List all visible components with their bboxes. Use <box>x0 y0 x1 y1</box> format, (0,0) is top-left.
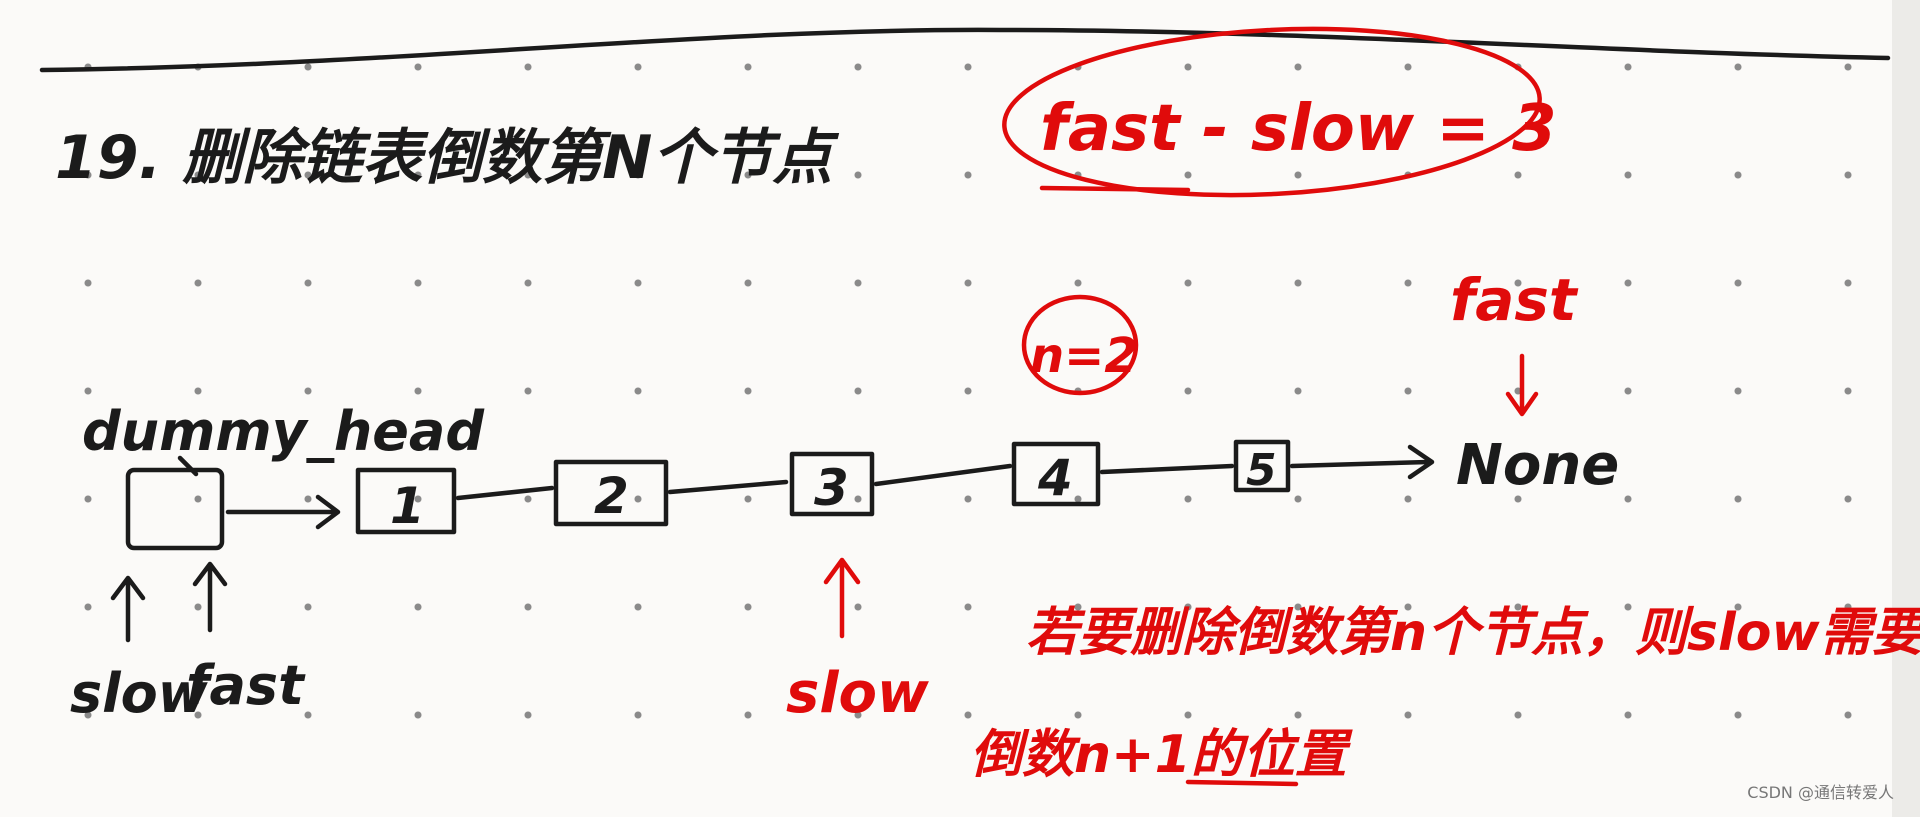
node-box-4 <box>1011 441 1101 507</box>
initial-slow-arrow <box>110 575 146 643</box>
formula-underline <box>1039 185 1191 193</box>
node-label-4: 4 <box>1037 449 1073 507</box>
right-edge-strip <box>1892 0 1920 817</box>
formula-text: fast - slow = 3 <box>1040 92 1557 166</box>
end-fast-arrow <box>1505 353 1539 417</box>
node-box-2 <box>553 459 669 527</box>
n-label: n=2 <box>1030 328 1138 384</box>
node-box-5 <box>1233 439 1291 493</box>
initial-slow-label: slow <box>70 662 209 725</box>
dummy-head-label: dummy_head <box>82 400 485 463</box>
note-underline <box>1185 779 1299 787</box>
mid-slow-label: slow <box>786 661 929 726</box>
node-label-5: 5 <box>1246 445 1277 496</box>
link-3-4 <box>873 463 1013 487</box>
dummy-head-box <box>125 467 225 551</box>
link-4-5 <box>1099 463 1235 475</box>
n-ellipse <box>1021 294 1139 396</box>
formula-ellipse <box>1002 26 1542 198</box>
csdn-watermark: CSDN @通信转爱人 <box>1747 783 1894 802</box>
none-label: None <box>1456 433 1619 498</box>
end-fast-label: fast <box>1450 266 1579 334</box>
node-box-1 <box>355 467 457 535</box>
node5-to-none-arrow <box>1289 444 1435 480</box>
page-title: 19. 删除链表倒数第N个节点 <box>55 123 839 193</box>
mid-slow-arrow <box>823 557 861 639</box>
dummy-to-node1-arrow <box>225 494 341 530</box>
separator-line <box>39 27 1891 73</box>
node-label-1: 1 <box>390 477 425 535</box>
initial-fast-arrow <box>192 561 228 633</box>
node-box-3 <box>789 451 875 517</box>
note-line-2: 倒数n+1的位置 <box>970 725 1354 785</box>
link-1-2 <box>455 485 555 501</box>
node-label-3: 3 <box>814 459 849 517</box>
note-line-1: 若要删除倒数第n个节点，则slow需要在 <box>1026 603 1920 663</box>
link-2-3 <box>667 479 789 495</box>
node-label-2: 2 <box>594 467 629 525</box>
initial-fast-label: fast <box>186 654 306 717</box>
